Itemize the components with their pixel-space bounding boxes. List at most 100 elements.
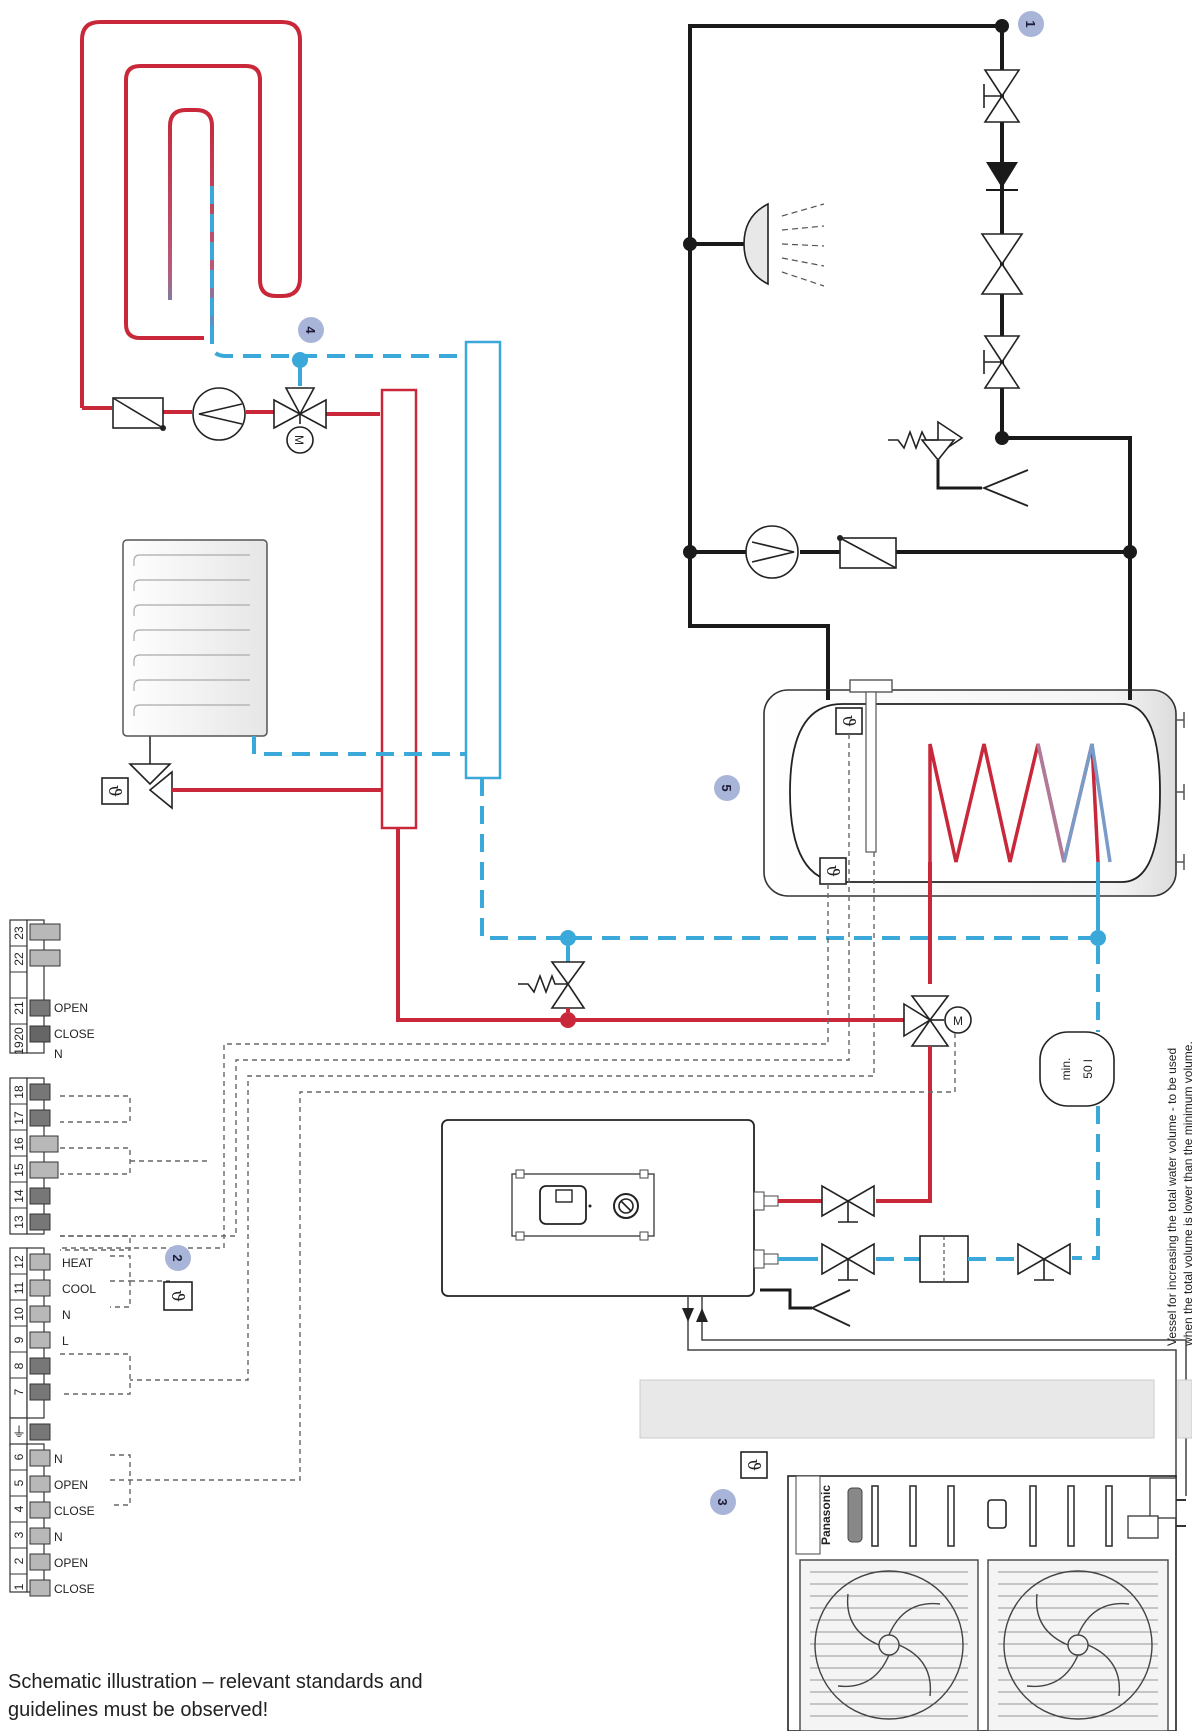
outdoor-heat-pump-unit: Panasonic (787, 1475, 1186, 1731)
fan-right-icon (1003, 1570, 1153, 1720)
terminal-number-13: 13 (12, 1215, 26, 1229)
svg-text:ϑ: ϑ (104, 785, 124, 797)
pressure-reducer-icon (980, 233, 1024, 295)
terminal-label-11: COOL (62, 1282, 96, 1296)
thermostatic-radiator-valve-icon (128, 763, 173, 810)
terminal-label-19: N (54, 1047, 63, 1061)
caption-line-2: guidelines must be observed! (8, 1699, 269, 1721)
terminal-number-19: 19 (12, 1041, 26, 1055)
domestic-water-piping (688, 24, 1132, 700)
terminal-label-4: CLOSE (54, 1504, 95, 1518)
brand-label: Panasonic (819, 1485, 833, 1545)
safety-valve-icon (888, 420, 1029, 507)
svg-text:3: 3 (715, 1498, 730, 1505)
outdoor-temperature-sensor-icon: ϑ (740, 1451, 768, 1479)
svg-text:2: 2 (170, 1254, 185, 1261)
marker-4: 4 (298, 317, 324, 343)
terminal-label-2: OPEN (54, 1556, 88, 1570)
svg-text:ϑ: ϑ (838, 715, 858, 727)
terminal-number-2: 2 (12, 1557, 26, 1564)
tank-top-temperature-sensor-icon: ϑ (835, 707, 863, 735)
shutoff-valve-lower-icon (983, 335, 1021, 389)
buffer-label-volume: 50 l (1081, 1059, 1095, 1078)
terminal-number-16: 16 (12, 1137, 26, 1151)
buffer-vessel: min. 50 l (1039, 1031, 1115, 1107)
terminal-label-6: N (54, 1452, 63, 1466)
terminal-label-10: N (62, 1308, 71, 1322)
motorized-diverting-valve-icon: M (903, 995, 972, 1047)
terminal-strip: 23 22 21 20 19 18 17 16 15 14 13 12 11 1… (9, 919, 96, 1597)
radiator (122, 539, 268, 737)
terminal-number-3: 3 (12, 1531, 26, 1538)
terminal-number-21: 21 (12, 1001, 26, 1015)
check-valve-icon (986, 162, 1018, 191)
terminal-number-10: 10 (12, 1307, 26, 1321)
schematic-caption: Schematic illustration – relevant standa… (8, 1668, 528, 1724)
control-wiring (60, 734, 956, 1506)
dhw-circulation-pump-icon (745, 525, 799, 579)
radiator-temperature-sensor-icon: ϑ (101, 777, 129, 805)
terminal-number-6: 6 (12, 1453, 26, 1460)
terminal-label-5: OPEN (54, 1478, 88, 1492)
motor-symbol-2: M (953, 1014, 963, 1028)
terminal-number-22: 22 (12, 952, 26, 966)
terminal-number-20: 20 (12, 1027, 26, 1041)
shower-head-icon (743, 202, 825, 287)
overflow-valve-icon (518, 946, 586, 1012)
underfloor-heating-loop (80, 20, 466, 408)
pump-icon (192, 387, 246, 441)
marker-1: 1 (1018, 11, 1044, 37)
tank-bottom-temperature-sensor-icon: ϑ (819, 857, 847, 885)
terminal-number-7: 7 (12, 1388, 26, 1395)
room-thermostat-sensor-icon: ϑ (163, 1281, 193, 1311)
terminal-number-23: 23 (12, 926, 26, 940)
svg-text:ϑ: ϑ (167, 1290, 187, 1302)
terminal-number-15: 15 (12, 1163, 26, 1177)
terminal-label-3: N (54, 1530, 63, 1544)
dhw-storage-tank (763, 679, 1185, 897)
vessel-note-line2: when the total volume is lower than the … (1181, 1041, 1192, 1347)
shutoff-valve-return-icon (821, 1242, 875, 1281)
strainer-filter-icon (919, 1235, 969, 1283)
terminal-label-20: CLOSE (54, 1027, 95, 1041)
terminal-number-17: 17 (12, 1111, 26, 1125)
terminal-number-18: 18 (12, 1085, 26, 1099)
svg-text:ϑ: ϑ (822, 865, 842, 877)
terminal-label-12: HEAT (62, 1256, 94, 1270)
vessel-note-line1: Vessel for increasing the total water vo… (1165, 1048, 1179, 1346)
marker-3: 3 (710, 1489, 736, 1515)
buffer-label-min: min. (1059, 1058, 1073, 1081)
shutoff-valve-buffer-icon (1017, 1242, 1071, 1281)
terminal-label-9: L (62, 1334, 69, 1348)
svg-text:5: 5 (719, 784, 734, 791)
terminal-number-4: 4 (12, 1505, 26, 1512)
marker-5: 5 (714, 775, 740, 801)
svg-text:1: 1 (1023, 20, 1038, 27)
hydromodule-unit (441, 1119, 779, 1297)
building-wall (639, 1379, 1155, 1439)
shutoff-valve-supply-icon (821, 1184, 875, 1223)
terminal-label-21: OPEN (54, 1001, 88, 1015)
terminal-number-5: 5 (12, 1479, 26, 1486)
svg-text:ϑ: ϑ (743, 1459, 763, 1471)
svg-text:4: 4 (303, 326, 318, 334)
shutoff-valve-top-icon (983, 69, 1021, 123)
hydraulic-separator-cold (464, 340, 502, 780)
terminal-earth-symbol: ⏚ (12, 1424, 26, 1440)
marker-2: 2 (165, 1245, 191, 1271)
terminal-number-8: 8 (12, 1362, 26, 1369)
terminal-number-1: 1 (12, 1583, 26, 1590)
heating-circuit-supply (82, 406, 380, 416)
terminal-number-11: 11 (12, 1281, 26, 1294)
terminal-label-1: CLOSE (54, 1582, 95, 1596)
fan-left-icon (814, 1570, 964, 1720)
junction-cold (560, 930, 576, 946)
terminal-number-14: 14 (12, 1189, 26, 1203)
terminal-number-12: 12 (12, 1255, 26, 1269)
junction-hot (560, 1012, 576, 1028)
motorized-mixing-valve-icon: M (273, 352, 327, 454)
terminal-number-9: 9 (12, 1336, 26, 1343)
motor-symbol: M (292, 435, 306, 445)
hydraulic-separator-hot (380, 388, 418, 830)
